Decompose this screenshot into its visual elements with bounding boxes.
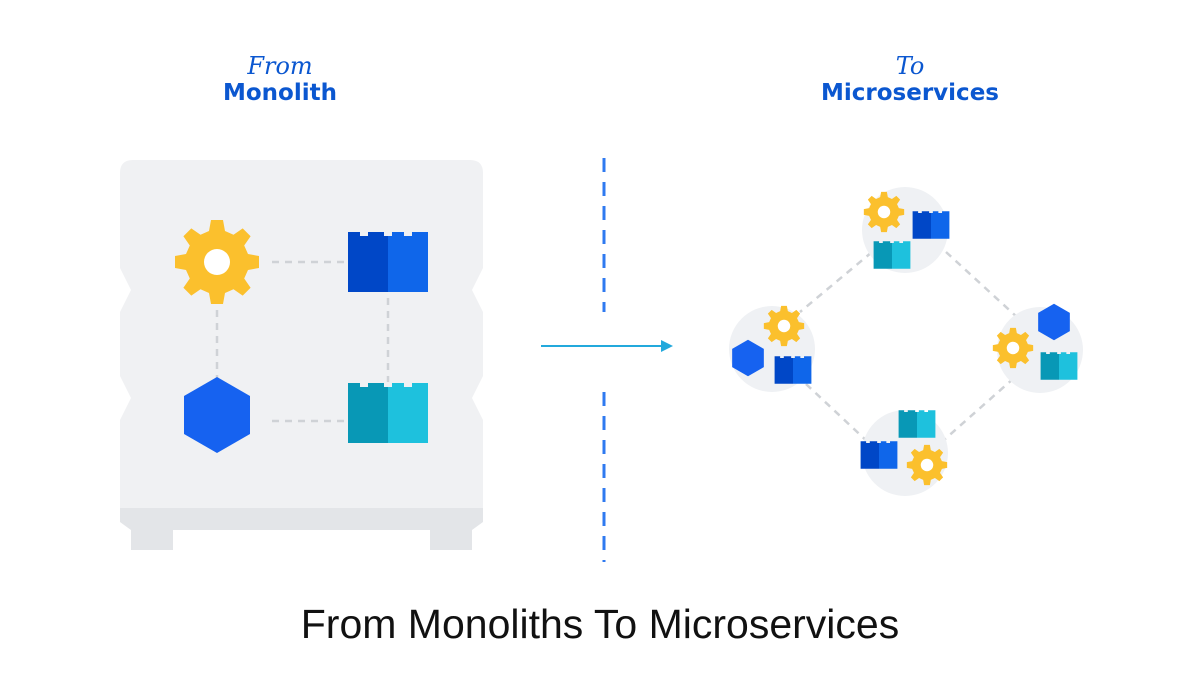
gear-icon (863, 191, 905, 233)
teal-brick-icon (898, 410, 936, 438)
monolith-heading-script: From (247, 52, 313, 80)
microservices-heading-title: Microservices (821, 80, 999, 106)
monolith-base (120, 508, 483, 550)
blue-brick-icon (860, 441, 898, 469)
figure-caption: From Monoliths To Microservices (300, 601, 900, 647)
monolith-block (120, 160, 483, 550)
teal-brick-icon (1040, 352, 1078, 380)
gear-icon (175, 220, 259, 304)
monolith-connectors (215, 260, 390, 423)
monolith-heading: From Monolith (190, 52, 370, 106)
service-node-top (862, 187, 950, 273)
transition-arrow (541, 340, 673, 352)
teal-brick-icon (873, 241, 911, 269)
microservices-heading: To Microservices (790, 52, 1030, 106)
service-connectors (799, 251, 1019, 445)
blue-brick-icon (348, 232, 428, 292)
microservices-cluster (729, 187, 1083, 496)
service-node-bottom (860, 410, 948, 496)
monolith-heading-title: Monolith (222, 80, 337, 106)
blue-brick-icon (774, 356, 812, 384)
monolith-panel (120, 160, 483, 508)
gear-icon (763, 305, 805, 347)
microservices-heading-script: To (895, 52, 925, 80)
gear-icon (992, 327, 1034, 369)
service-node-right (992, 303, 1083, 393)
gear-icon (906, 444, 948, 486)
blue-brick-icon (912, 211, 950, 239)
service-node-left (729, 305, 815, 392)
teal-brick-icon (348, 383, 428, 443)
